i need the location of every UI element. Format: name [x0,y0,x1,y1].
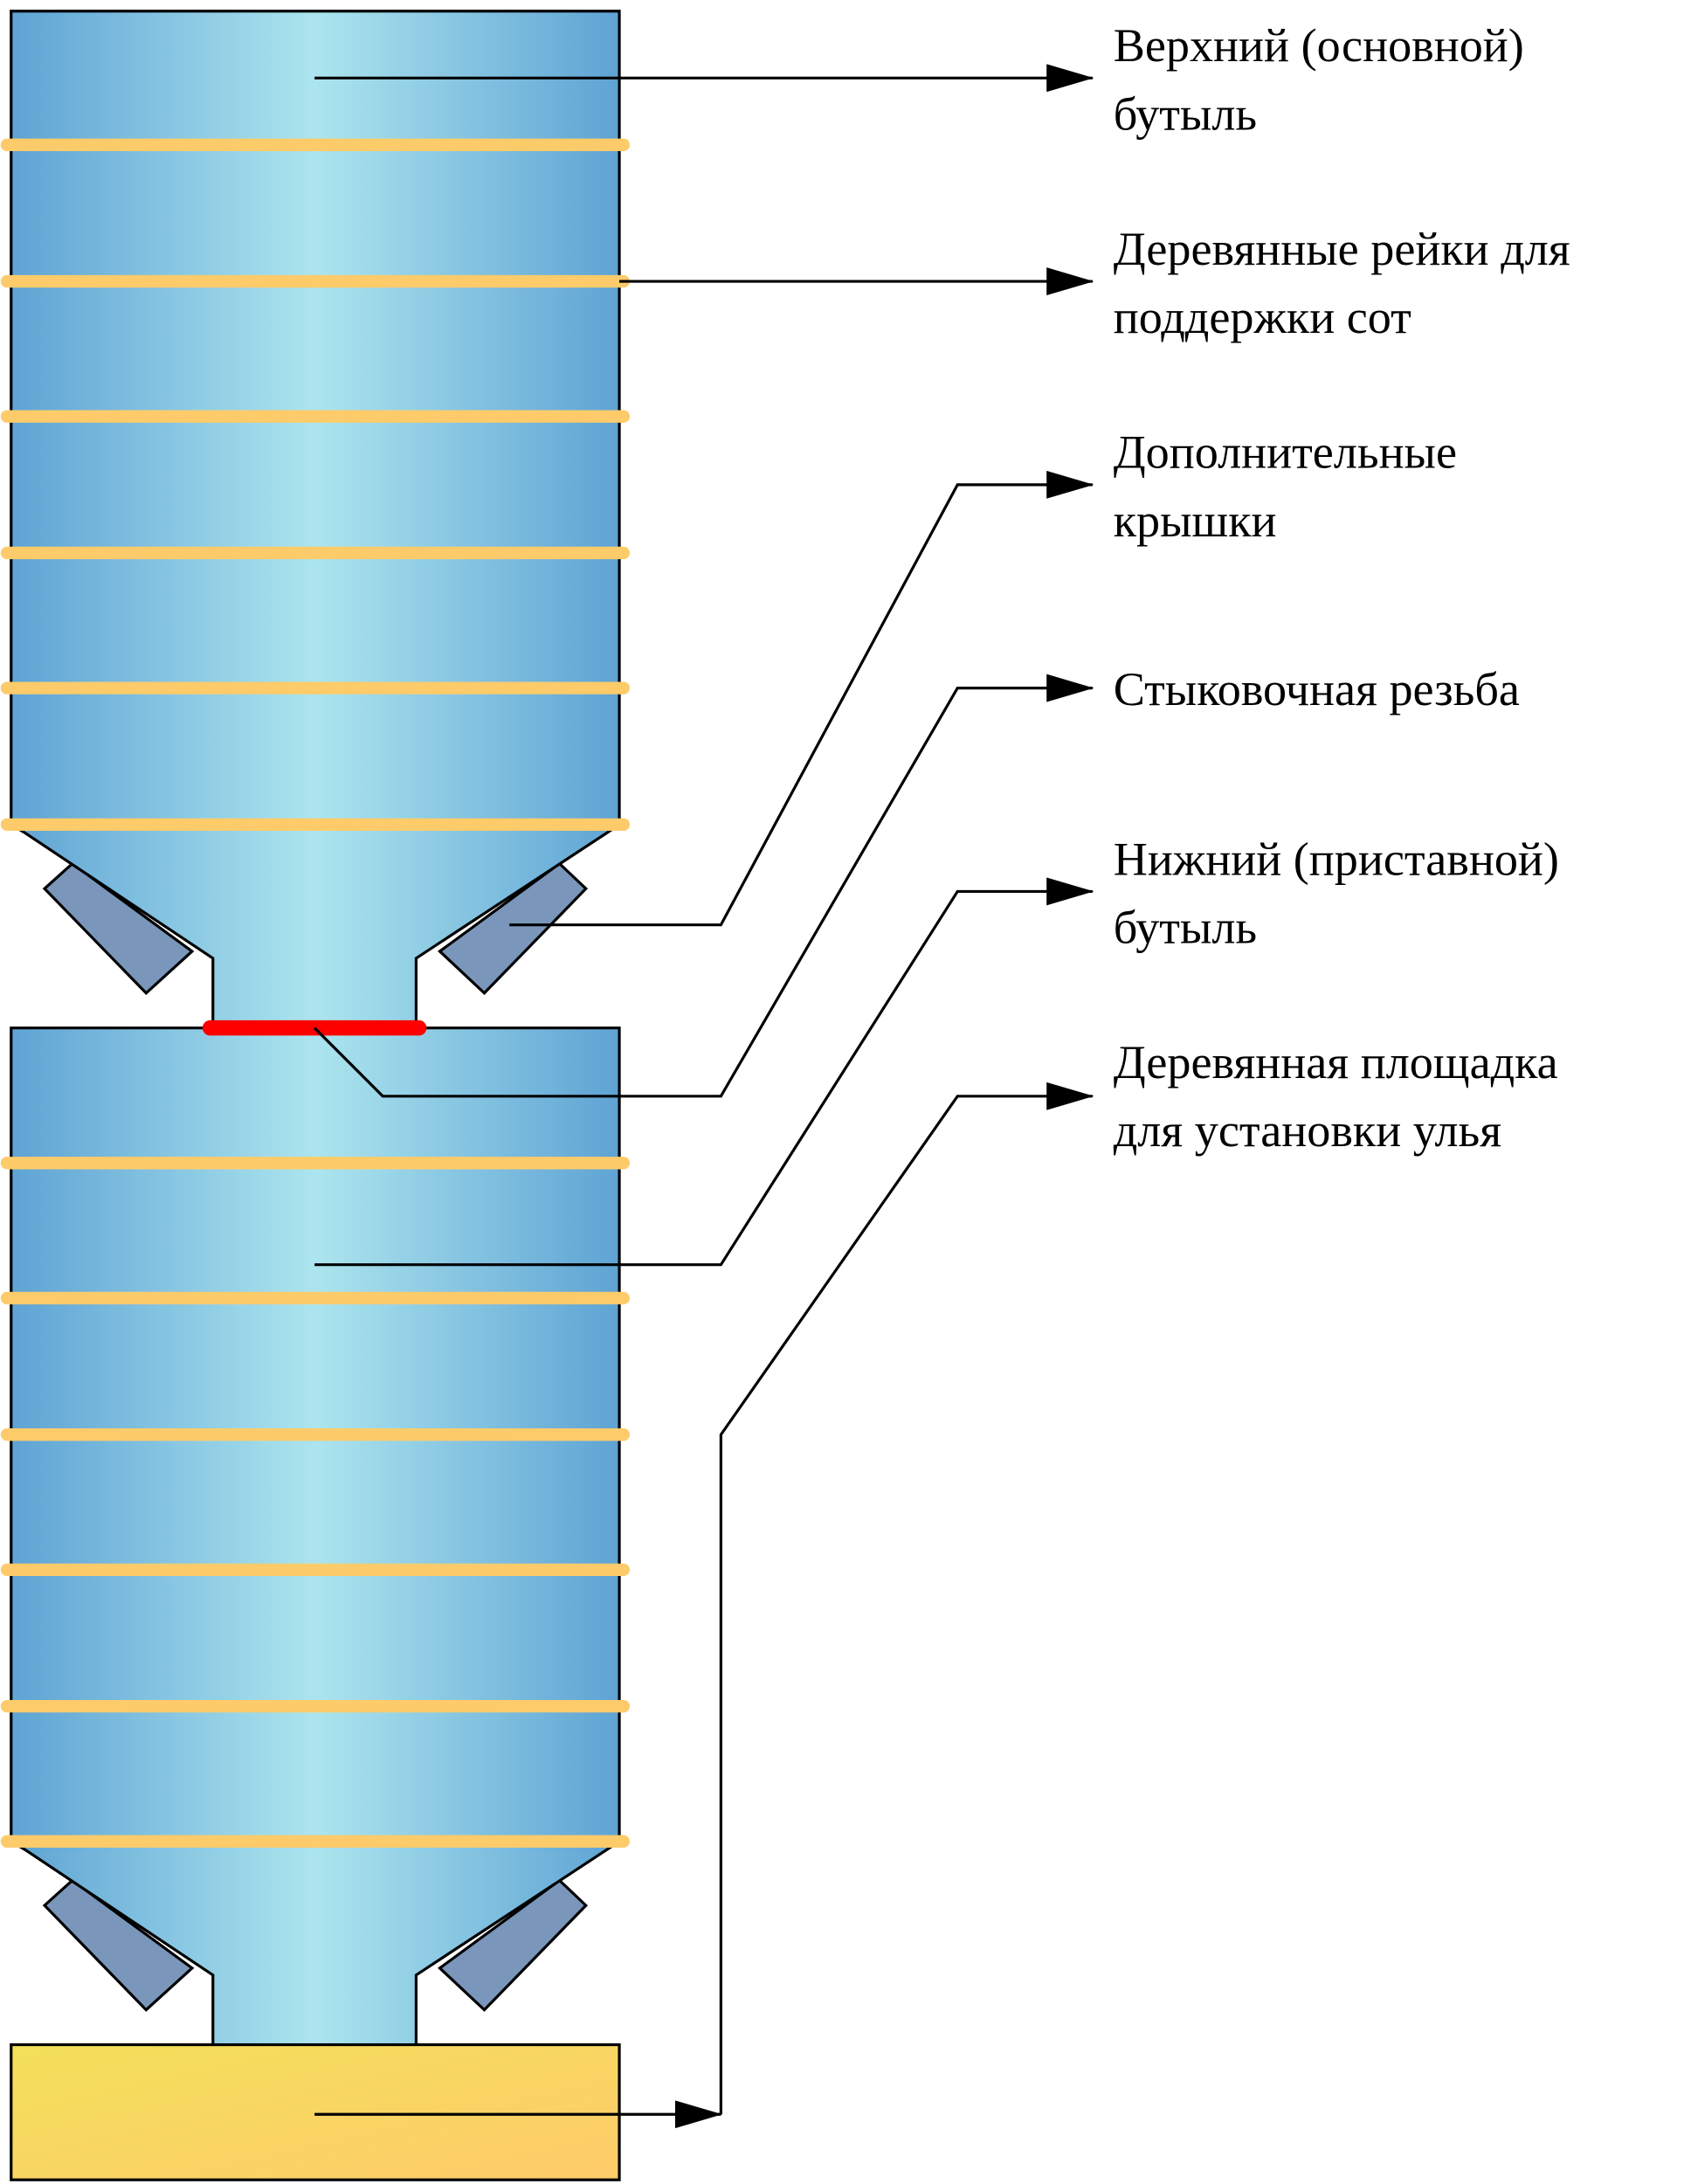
label-caps: Дополнительные [1114,426,1457,479]
label-lower-bottle: Нижний (приставной) [1114,833,1559,885]
bottle-body [10,1026,621,2047]
lower-bottle [0,1026,631,2047]
wooden-rails [0,138,631,832]
label-platform-2: для установки улья [1114,1104,1501,1157]
leader-lower-bottle [314,877,1094,1267]
label-platform: Деревянная площадка [1114,1036,1558,1089]
cap-right [438,861,589,996]
cap-left [42,1878,195,2012]
label-rails-2: поддержки сот [1114,291,1411,343]
label-upper-bottle-2: бутыль [1114,87,1257,140]
wooden-platform [10,2042,621,2181]
bottle-body [10,10,621,1030]
label-upper-bottle: Верхний (основной) [1114,19,1524,72]
cap-right [438,1878,589,2012]
label-caps-2: крышки [1114,494,1277,547]
leader-caps [509,470,1094,927]
upper-bottle [0,10,631,1030]
leader-platform [719,1082,1094,2115]
leader-lines [313,64,1094,2129]
cap-left [42,861,195,996]
label-thread: Стыковочная резьба [1114,663,1520,715]
label-rails: Деревянные рейки для [1114,223,1570,275]
leader-thread [313,674,1094,1098]
labels: Верхний (основной) бутыль Деревянные рей… [1114,19,1570,1157]
wooden-rails [0,1157,631,1848]
label-lower-bottle-2: бутыль [1114,901,1257,953]
